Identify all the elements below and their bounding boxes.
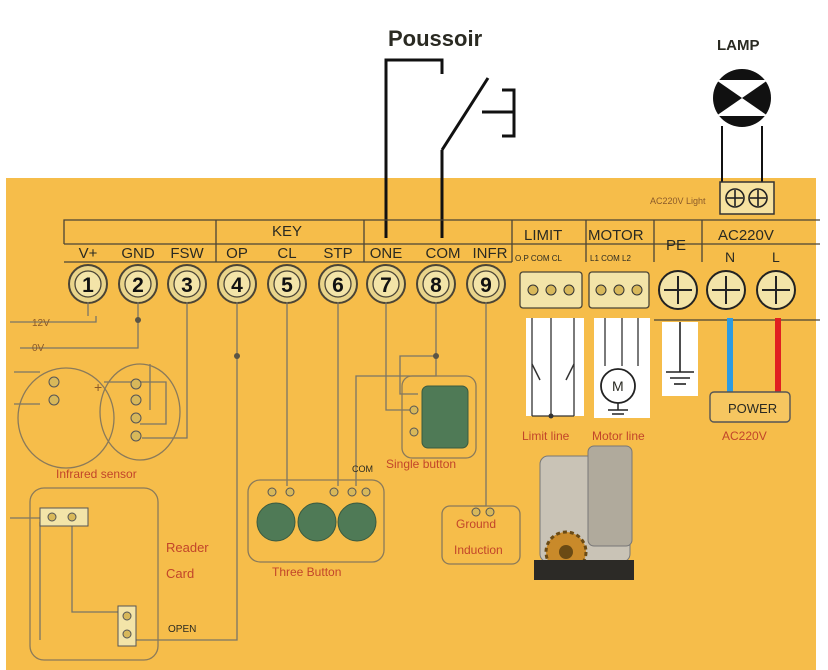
terminal-screw-5: 5 bbox=[267, 264, 307, 304]
terminal-screw-4: 4 bbox=[217, 264, 257, 304]
diagram-title: Poussoir bbox=[388, 26, 483, 51]
terminal-name-infr: INFR bbox=[473, 245, 508, 262]
reader-card-label-line2: Card bbox=[166, 566, 194, 581]
gate-motor-illustration bbox=[534, 445, 634, 580]
terminal-name-com: COM bbox=[426, 245, 461, 262]
single-button-label: Single button bbox=[386, 457, 456, 471]
terminal-screw-7: 7 bbox=[366, 264, 406, 304]
motor-sublabel: L1 COM L2 bbox=[590, 254, 631, 263]
ground-symbol-icon bbox=[662, 322, 698, 396]
pushbutton-switch-icon bbox=[384, 58, 516, 238]
limit-line-label: Limit line bbox=[522, 429, 570, 443]
terminal-number-4: 4 bbox=[231, 274, 243, 297]
power-label: POWER bbox=[728, 401, 777, 416]
terminal-name-op: OP bbox=[226, 245, 248, 262]
infrared-sensor-label: Infrared sensor bbox=[56, 467, 137, 481]
terminal-number-3: 3 bbox=[181, 274, 193, 297]
terminal-number-6: 6 bbox=[332, 274, 344, 297]
terminal-number-7: 7 bbox=[380, 274, 392, 297]
ac-l-terminal-screw bbox=[756, 270, 796, 310]
group-limit-label: LIMIT bbox=[524, 227, 562, 244]
terminal-number-9: 9 bbox=[480, 274, 492, 297]
motor-line-label: Motor line bbox=[592, 429, 645, 443]
svg-text:+: + bbox=[94, 379, 102, 395]
lamp-terminal-label: AC220V Light bbox=[650, 196, 706, 206]
reader-card bbox=[29, 487, 159, 661]
terminal-screw-1: 1 bbox=[68, 264, 108, 304]
junction-dot bbox=[234, 353, 240, 359]
three-button-unit bbox=[247, 479, 385, 563]
motor-symbol-label: M bbox=[612, 378, 624, 394]
terminal-name-v-plus: V+ bbox=[79, 245, 98, 262]
terminal-number-5: 5 bbox=[281, 274, 293, 297]
group-key-label: KEY bbox=[272, 223, 302, 240]
wire-label-com: COM bbox=[352, 464, 373, 474]
limit-sublabel: O.P COM CL bbox=[515, 254, 563, 263]
ground-induction-label-line1: Ground bbox=[456, 517, 496, 531]
reader-card-label-line1: Reader bbox=[166, 540, 209, 555]
wire-label-open: OPEN bbox=[168, 624, 196, 635]
terminal-number-1: 1 bbox=[82, 274, 94, 297]
junction-dot bbox=[433, 353, 439, 359]
terminal-name-fsw: FSW bbox=[170, 245, 204, 262]
group-pe-label: PE bbox=[666, 237, 686, 254]
power-sub-label: AC220V bbox=[722, 429, 767, 443]
motor-terminal-block bbox=[588, 271, 650, 309]
terminal-name-stp: STP bbox=[323, 245, 352, 262]
terminal-number-2: 2 bbox=[132, 274, 144, 297]
terminal-screw-3: 3 bbox=[167, 264, 207, 304]
limit-terminal-block bbox=[519, 271, 583, 309]
group-motor-label: MOTOR bbox=[588, 227, 644, 244]
terminal-screw-2: 2 bbox=[118, 264, 158, 304]
pe-terminal-screw bbox=[658, 270, 698, 310]
ac-n-terminal-screw bbox=[706, 270, 746, 310]
three-button-label: Three Button bbox=[272, 565, 341, 579]
ac-n-label: N bbox=[725, 249, 735, 265]
single-button-unit bbox=[401, 375, 477, 459]
junction-dot bbox=[135, 317, 141, 323]
terminal-label-block bbox=[63, 219, 820, 263]
terminal-screw-8: 8 bbox=[416, 264, 456, 304]
group-ac-label: AC220V bbox=[718, 227, 774, 244]
motor-icon bbox=[594, 318, 650, 418]
terminal-screw-9: 9 bbox=[466, 264, 506, 304]
ground-induction-unit bbox=[441, 505, 521, 565]
infrared-sensor: + bbox=[17, 363, 181, 469]
power-supply-box bbox=[709, 391, 791, 423]
wire-label-0v: 0V bbox=[32, 343, 45, 354]
ac-l-label: L bbox=[772, 249, 780, 265]
terminal-number-8: 8 bbox=[430, 274, 442, 297]
terminal-name-cl: CL bbox=[277, 245, 296, 262]
terminal-name-gnd: GND bbox=[121, 245, 155, 262]
terminal-name-one: ONE bbox=[370, 245, 403, 262]
wire-label-12v: 12V bbox=[32, 318, 50, 329]
terminal-screw-6: 6 bbox=[318, 264, 358, 304]
lamp-terminal bbox=[719, 181, 775, 215]
ground-induction-label-line2: Induction bbox=[454, 543, 503, 557]
lamp-icon bbox=[713, 69, 771, 184]
limit-switch-icon bbox=[526, 318, 584, 419]
lamp-label: LAMP bbox=[717, 37, 760, 54]
